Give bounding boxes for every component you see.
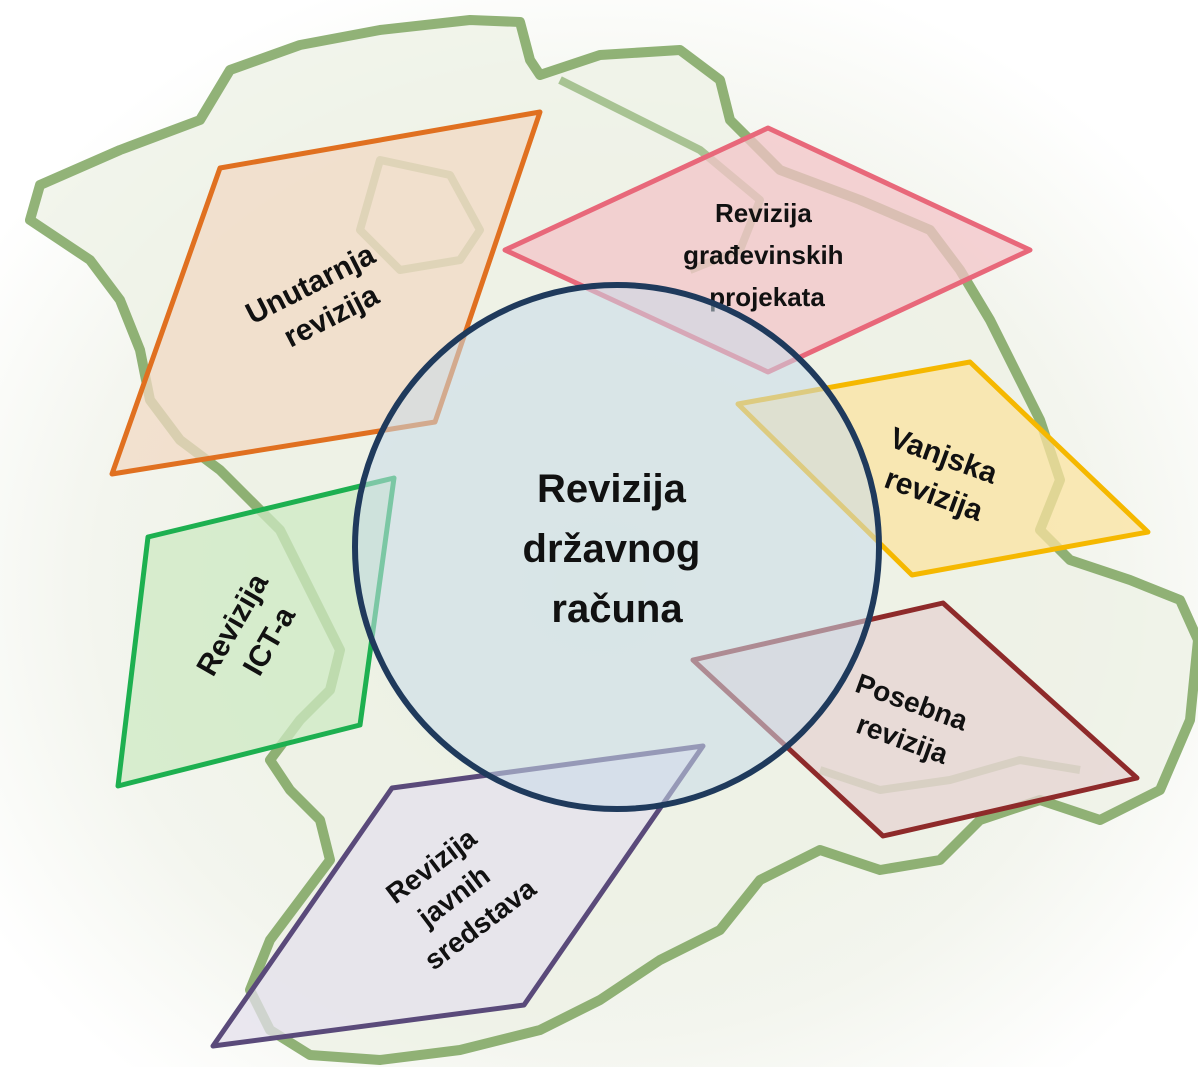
node-line: Revizija <box>715 198 812 228</box>
center-label: Revizija državnog računa <box>523 467 712 631</box>
center-line: računa <box>551 587 683 631</box>
center-line: Revizija <box>537 467 687 511</box>
node-ict: Revizija ICT-a <box>115 475 397 789</box>
node-javnih: Revizija javnih sredstava <box>210 743 706 1049</box>
center-circle <box>352 282 882 812</box>
node-shape-ict <box>115 475 397 789</box>
node-line: građevinskih <box>683 240 843 270</box>
center-line: državnog <box>523 527 701 571</box>
center-node: Revizija državnog računa <box>352 282 882 812</box>
